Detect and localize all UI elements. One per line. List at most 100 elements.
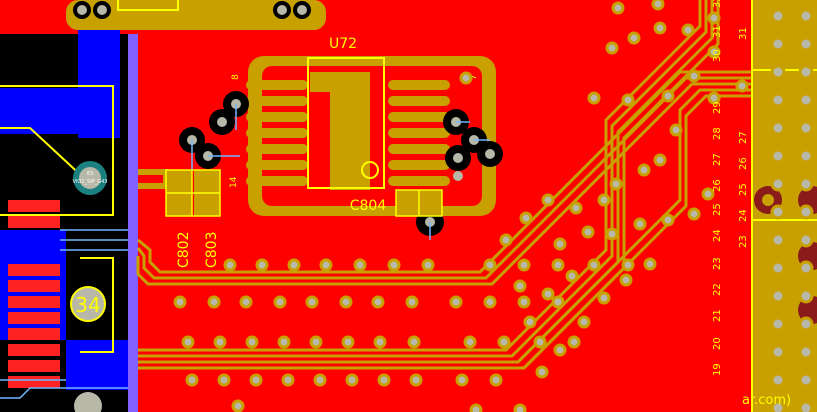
via: [770, 400, 786, 412]
via: [287, 258, 301, 272]
header-number: 31: [712, 25, 723, 38]
via: [513, 279, 527, 293]
via: [707, 45, 721, 59]
via: [405, 295, 419, 309]
via: [770, 372, 786, 388]
via: [519, 211, 533, 225]
via: [535, 365, 549, 379]
via: [798, 148, 814, 164]
via: [577, 315, 591, 329]
via: [661, 213, 675, 227]
via: [497, 335, 511, 349]
via: [469, 403, 483, 412]
via: [653, 21, 667, 35]
via: [687, 69, 701, 83]
via: [798, 232, 814, 248]
via: [770, 176, 786, 192]
via: [455, 373, 469, 387]
header-number: 19: [712, 363, 723, 376]
via: [483, 258, 497, 272]
via: [377, 373, 391, 387]
via: [231, 399, 245, 412]
via: [798, 344, 814, 360]
via: [633, 217, 647, 231]
header-number-alt: 23: [738, 235, 749, 248]
via: [798, 260, 814, 276]
via: [339, 295, 353, 309]
via: [281, 373, 295, 387]
header-number-alt: 24: [738, 209, 749, 222]
via: [553, 343, 567, 357]
via: [353, 258, 367, 272]
left-diagonal-trace: [0, 127, 87, 181]
c804-label: C804: [350, 198, 387, 214]
c803-label: C803: [204, 232, 220, 269]
header-number: 22: [712, 283, 723, 296]
via: [223, 258, 237, 272]
via: [553, 237, 567, 251]
via: [735, 79, 749, 93]
header-number-alt: 26: [738, 157, 749, 170]
via: [371, 295, 385, 309]
via: [319, 258, 333, 272]
via: [217, 373, 231, 387]
pin8-label: 8: [231, 74, 241, 80]
header-number: 23: [712, 257, 723, 270]
via: [605, 227, 619, 241]
header-number: 24: [712, 229, 723, 242]
via: [341, 335, 355, 349]
u72-blue-stubs: [191, 104, 490, 240]
via: [770, 148, 786, 164]
pad-34-label: 34: [75, 293, 100, 317]
via: [701, 187, 715, 201]
blue-block-lower: [66, 340, 128, 390]
via: [407, 335, 421, 349]
pad-34: 34: [70, 286, 106, 322]
via: [770, 344, 786, 360]
via: [770, 36, 786, 52]
via: [798, 372, 814, 388]
blue-plane-2: [0, 88, 78, 134]
via: [551, 295, 565, 309]
via: [181, 335, 195, 349]
via-grid: [173, 0, 749, 412]
header-number-alt: 31: [738, 27, 749, 40]
c804: C804: [350, 189, 443, 217]
left-pad-column: [8, 200, 60, 388]
via: [619, 273, 633, 287]
via: [373, 335, 387, 349]
via: [770, 120, 786, 136]
via: [653, 153, 667, 167]
c802-c803: C802 C803: [138, 169, 221, 269]
header-number: 26: [712, 179, 723, 192]
header-number: 21: [712, 309, 723, 322]
via: [387, 258, 401, 272]
pin7-label: 7: [469, 74, 479, 80]
u72-footprint: U72 8 7 14: [229, 36, 496, 216]
svg-text:63: 63: [87, 171, 93, 177]
header-number: 30: [712, 49, 723, 62]
via: [707, 11, 721, 25]
via: [513, 403, 527, 412]
via: [489, 373, 503, 387]
purple-edge: [128, 34, 138, 412]
via: [185, 373, 199, 387]
via: [770, 232, 786, 248]
via: [587, 91, 601, 105]
via: [681, 23, 695, 37]
via: [770, 260, 786, 276]
via: [517, 295, 531, 309]
via: [605, 41, 619, 55]
top-component: [66, 0, 326, 30]
left-silk-box-2: [80, 257, 114, 353]
via: [798, 204, 814, 220]
via: [249, 373, 263, 387]
u72-vias: [179, 91, 503, 236]
svg-text:VIO1_SIP_G43: VIO1_SIP_G43: [73, 179, 108, 185]
via: [770, 92, 786, 108]
via: [449, 295, 463, 309]
via: [345, 373, 359, 387]
watermark: ar.com): [742, 393, 791, 408]
via: [565, 269, 579, 283]
header-number: 28: [712, 127, 723, 140]
